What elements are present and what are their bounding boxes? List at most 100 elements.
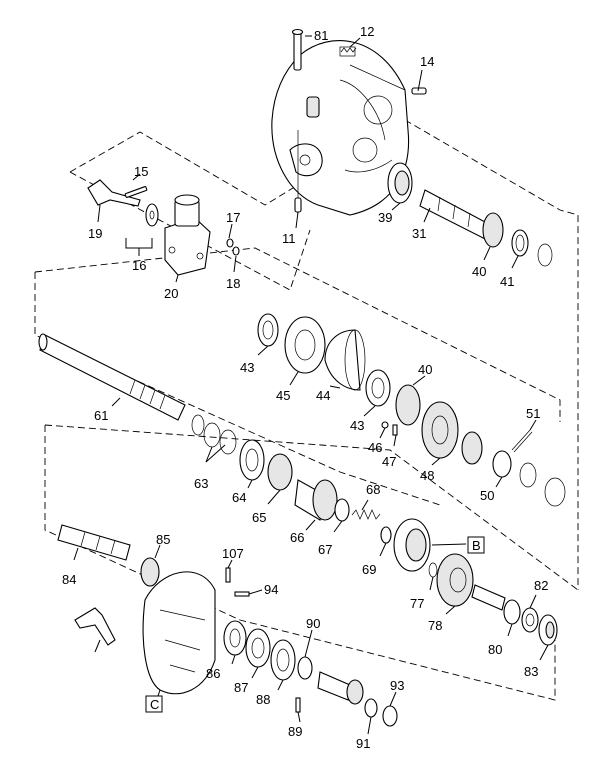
washer-16: [145, 203, 159, 227]
callout-12: 12: [360, 24, 374, 39]
reference-label-C: C: [150, 697, 159, 712]
pin-13: [291, 28, 304, 71]
flange-yoke: [317, 671, 364, 705]
callout-39: 39: [378, 210, 392, 225]
cone-44: [324, 329, 366, 391]
callout-11: 11: [282, 231, 296, 246]
washer-43a: [257, 313, 279, 347]
callout-81: 82: [534, 578, 548, 593]
group-outlines: [34, 119, 579, 701]
callout-77: 77: [410, 596, 424, 611]
transfer-case-housing: [271, 40, 410, 216]
gear-48: [421, 401, 459, 459]
gear-78: [436, 553, 474, 607]
shift-fork-19: [87, 179, 141, 207]
callout-89: 90: [306, 616, 320, 631]
callout-82: 83: [524, 664, 538, 679]
plug-14: [411, 87, 427, 95]
ring-64: [239, 439, 265, 481]
gear-84: [140, 557, 160, 587]
nut-17-18: [226, 238, 240, 256]
callout-88: 89: [288, 724, 302, 739]
callout-41: 41: [500, 274, 514, 289]
bearing-39: [387, 162, 413, 204]
washer-50: [492, 450, 512, 478]
gear-40-upper: [482, 212, 504, 248]
ball-69: [380, 526, 392, 544]
callout-64: 64: [232, 490, 246, 505]
spring-51: [511, 429, 533, 453]
callout-13: 81: [314, 28, 328, 43]
pin-46-47: [381, 421, 398, 436]
callout-20: 20: [164, 286, 178, 301]
callout-43-left: 43: [240, 360, 254, 375]
plate-45: [284, 316, 326, 374]
callout-83: 84: [62, 572, 76, 587]
leader-lines: [73, 35, 549, 735]
callout-labels: 81 12 14 15 19 16 20 17 18 11 39 31 40 4…: [62, 24, 548, 751]
ring-41: [511, 229, 529, 257]
gear-40-mid: [395, 384, 421, 426]
pin-15: [124, 186, 148, 198]
reference-box-C: C: [145, 695, 163, 713]
rings-63: [191, 414, 237, 455]
shaft-stub: [471, 584, 506, 611]
washer-80: [503, 599, 521, 625]
callout-40-mid: 40: [418, 362, 432, 377]
callout-47: 47: [382, 454, 396, 469]
callout-61: 61: [94, 408, 108, 423]
spring-68: [351, 509, 381, 520]
gear-65: [267, 453, 293, 491]
shaft-83: [57, 524, 131, 561]
mainshaft-61: [38, 333, 186, 421]
callout-87: 88: [256, 692, 270, 707]
callout-44: 44: [316, 388, 330, 403]
callout-51: 51: [526, 406, 540, 421]
bolt-93: [234, 591, 250, 597]
case-C: [142, 571, 216, 695]
callout-85: 86: [206, 666, 220, 681]
ring-89: [297, 656, 313, 680]
callout-45: 45: [276, 388, 290, 403]
gear-small: [461, 431, 483, 465]
callout-43-right: 43: [350, 418, 364, 433]
tool-107: [74, 607, 116, 646]
snapring-upper: [537, 243, 553, 267]
callout-17: 17: [226, 210, 240, 225]
callout-80: 80: [488, 642, 502, 657]
callout-50: 50: [480, 488, 494, 503]
callout-63: 63: [194, 476, 208, 491]
flange-82: [538, 614, 558, 646]
callout-78: 78: [428, 618, 442, 633]
nut-91: [382, 705, 398, 727]
callout-86: 87: [234, 680, 248, 695]
callout-68: 68: [366, 482, 380, 497]
bolt-88: [295, 697, 301, 713]
callout-66: 66: [290, 530, 304, 545]
callout-90: 91: [356, 736, 370, 751]
washer-90: [364, 698, 378, 718]
callout-16: 16: [132, 258, 146, 273]
callout-15: 15: [134, 164, 148, 179]
spring-12: [339, 46, 357, 57]
callout-94: 107: [222, 546, 244, 561]
callout-67: 67: [318, 542, 332, 557]
callout-48: 48: [420, 468, 434, 483]
callout-18: 18: [226, 276, 240, 291]
callout-91: 93: [390, 678, 404, 693]
callout-84: 85: [156, 532, 170, 547]
callout-31: 31: [412, 226, 426, 241]
callout-19: 19: [88, 226, 102, 241]
seal-85: [223, 620, 247, 656]
ring-77: [428, 562, 438, 578]
ring-67: [334, 498, 350, 522]
callout-93: 94: [264, 582, 278, 597]
gear-66: [294, 479, 338, 521]
callout-69: 69: [362, 562, 376, 577]
callout-65: 65: [252, 510, 266, 525]
hub-B: [393, 518, 431, 572]
washer-43b: [365, 369, 391, 407]
ring-81: [521, 607, 539, 633]
